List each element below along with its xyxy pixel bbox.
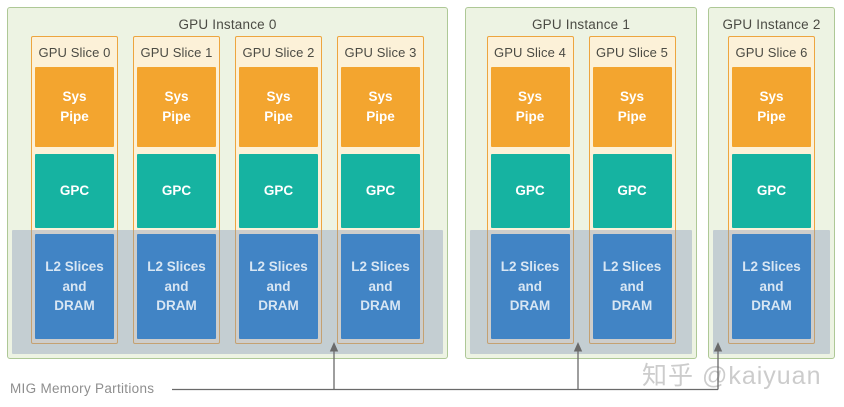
gpc-block: GPC [732, 154, 811, 228]
gpu-instance-1-slices-row: GPU Slice 4 Sys Pipe GPC L2 Slices and D… [466, 36, 696, 344]
l2-dram-label: L2 Slices and DRAM [249, 259, 308, 314]
sys-pipe-block: Sys Pipe [35, 67, 114, 147]
sys-pipe-block: Sys Pipe [341, 67, 420, 147]
l2-dram-label: L2 Slices and DRAM [147, 259, 206, 314]
gpu-slice-6-label: GPU Slice 6 [735, 45, 808, 60]
gpu-slice-6: GPU Slice 6 Sys Pipe GPC L2 Slices and D… [728, 36, 815, 344]
gpu-instance-2-title: GPU Instance 2 [722, 17, 821, 32]
sys-pipe-label: Sys Pipe [162, 89, 191, 124]
sys-pipe-label: Sys Pipe [617, 89, 647, 124]
watermark: 知乎 @kaiyuan [642, 362, 822, 390]
gpu-instance-2-slices-row: GPU Slice 6 Sys Pipe GPC L2 Slices and D… [709, 36, 834, 344]
gpu-instance-1-title: GPU Instance 1 [531, 17, 631, 32]
l2-dram-block: L2 Slices and DRAM [341, 234, 420, 339]
gpu-slice-4-label: GPU Slice 4 [494, 45, 566, 60]
gpu-slice-0-label: GPU Slice 0 [38, 45, 111, 60]
gpu-slice-5: GPU Slice 5 Sys Pipe GPC L2 Slices and D… [588, 36, 676, 344]
gpc-block: GPC [490, 154, 570, 228]
gpu-instance-0-slices-row: GPU Slice 0 Sys Pipe GPC L2 Slices and D… [8, 36, 447, 344]
gpc-label: GPC [161, 183, 192, 199]
gpu-instance-2: GPU Instance 2 GPU Slice 6 Sys Pipe GPC … [708, 7, 835, 359]
gpu-slice-4: GPU Slice 4 Sys Pipe GPC L2 Slices and D… [486, 36, 574, 344]
sys-pipe-label: Sys Pipe [757, 89, 786, 124]
gpu-slice-0: GPU Slice 0 Sys Pipe GPC L2 Slices and D… [31, 36, 118, 344]
l2-dram-block: L2 Slices and DRAM [732, 234, 811, 339]
sys-pipe-block: Sys Pipe [592, 67, 672, 147]
gpu-slice-3-label: GPU Slice 3 [344, 45, 417, 60]
sys-pipe-block: Sys Pipe [137, 67, 216, 147]
gpu-slice-3: GPU Slice 3 Sys Pipe GPC L2 Slices and D… [337, 36, 424, 344]
sys-pipe-label: Sys Pipe [366, 89, 395, 124]
gpc-label: GPC [59, 183, 90, 199]
gpu-instance-0: GPU Instance 0 GPU Slice 0 Sys Pipe GPC … [7, 7, 448, 359]
l2-dram-label: L2 Slices and DRAM [45, 259, 104, 314]
gpc-label: GPC [515, 183, 545, 199]
gpu-slice-1-label: GPU Slice 1 [140, 45, 213, 60]
gpu-slice-2-label: GPU Slice 2 [242, 45, 315, 60]
sys-pipe-block: Sys Pipe [239, 67, 318, 147]
l2-dram-block: L2 Slices and DRAM [239, 234, 318, 339]
gpc-label: GPC [365, 183, 396, 199]
gpu-instance-1: GPU Instance 1 GPU Slice 4 Sys Pipe GPC … [465, 7, 697, 359]
l2-dram-block: L2 Slices and DRAM [592, 234, 672, 339]
gpc-label: GPC [756, 183, 787, 199]
gpc-label: GPC [263, 183, 294, 199]
l2-dram-block: L2 Slices and DRAM [137, 234, 216, 339]
gpu-slice-2: GPU Slice 2 Sys Pipe GPC L2 Slices and D… [235, 36, 322, 344]
gpc-label: GPC [617, 183, 647, 199]
l2-dram-label: L2 Slices and DRAM [351, 259, 410, 314]
l2-dram-block: L2 Slices and DRAM [35, 234, 114, 339]
gpc-block: GPC [592, 154, 672, 228]
l2-dram-label: L2 Slices and DRAM [742, 259, 801, 314]
sys-pipe-label: Sys Pipe [264, 89, 293, 124]
mig-memory-partitions-label: MIG Memory Partitions [10, 381, 155, 396]
gpu-slice-5-label: GPU Slice 5 [596, 45, 668, 60]
gpu-slice-1: GPU Slice 1 Sys Pipe GPC L2 Slices and D… [133, 36, 220, 344]
l2-dram-label: L2 Slices and DRAM [500, 259, 560, 314]
sys-pipe-block: Sys Pipe [732, 67, 811, 147]
sys-pipe-label: Sys Pipe [515, 89, 545, 124]
gpc-block: GPC [341, 154, 420, 228]
l2-dram-block: L2 Slices and DRAM [490, 234, 570, 339]
sys-pipe-label: Sys Pipe [60, 89, 89, 124]
gpc-block: GPC [35, 154, 114, 228]
l2-dram-label: L2 Slices and DRAM [602, 259, 662, 314]
gpc-block: GPC [137, 154, 216, 228]
sys-pipe-block: Sys Pipe [490, 67, 570, 147]
gpu-instance-0-title: GPU Instance 0 [178, 17, 277, 32]
gpc-block: GPC [239, 154, 318, 228]
